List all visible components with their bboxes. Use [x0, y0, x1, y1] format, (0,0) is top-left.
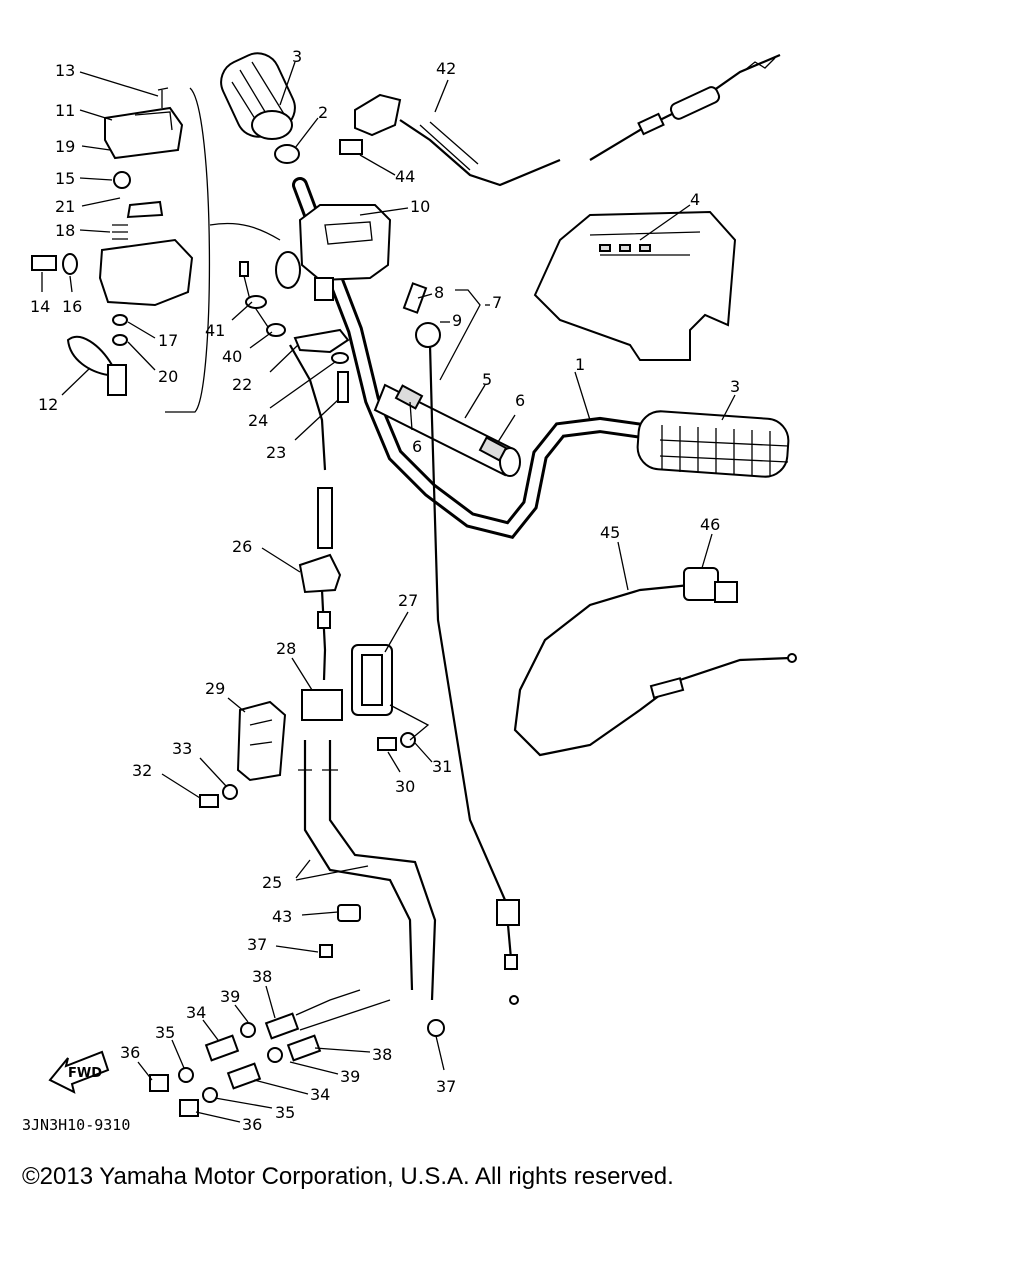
- callout-22: 22: [232, 375, 252, 394]
- callout-37-right: 37: [436, 1077, 456, 1096]
- callout-17: 17: [158, 331, 178, 350]
- callout-38-right: 38: [372, 1045, 392, 1064]
- callout-6-left: 6: [412, 437, 422, 456]
- callout-16: 16: [62, 297, 82, 316]
- brake-linkage: [239, 261, 350, 549]
- handlebar: [292, 177, 658, 540]
- callout-34-left: 34: [186, 1003, 206, 1022]
- callout-20: 20: [158, 367, 178, 386]
- callout-36-left: 36: [120, 1043, 140, 1062]
- callout-41: 41: [205, 321, 225, 340]
- callout-5: 5: [482, 370, 492, 389]
- callout-36-right: 36: [242, 1115, 262, 1134]
- callout-19: 19: [55, 137, 75, 156]
- handlebar-cover: [533, 210, 737, 361]
- callout-26: 26: [232, 537, 252, 556]
- callout-4: 4: [690, 190, 700, 209]
- switch-housings: [199, 644, 416, 808]
- brake-switch-26: [298, 553, 342, 681]
- callout-11: 11: [55, 101, 75, 120]
- choke-cable: [339, 53, 781, 187]
- callout-30: 30: [395, 777, 415, 796]
- callout-42: 42: [436, 59, 456, 78]
- callout-43: 43: [272, 907, 292, 926]
- callout-46: 46: [700, 515, 720, 534]
- callout-33: 33: [172, 739, 192, 758]
- diagram-code: 3JN3H10-9310: [22, 1116, 130, 1134]
- throttle-housing: [275, 204, 392, 301]
- callout-21: 21: [55, 197, 75, 216]
- choke-cable-45: [513, 567, 797, 757]
- right-grip: [636, 410, 790, 478]
- callout-29: 29: [205, 679, 225, 698]
- left-grip: [220, 52, 296, 140]
- callout-44: 44: [395, 167, 415, 186]
- callout-18: 18: [55, 221, 75, 240]
- callout-31: 31: [432, 757, 452, 776]
- callout-9: 9: [452, 311, 462, 330]
- copyright-notice: ©2013 Yamaha Motor Corporation, U.S.A. A…: [22, 1163, 674, 1190]
- callout-32: 32: [132, 761, 152, 780]
- callout-39-left: 39: [220, 987, 240, 1006]
- callout-6-right: 6: [515, 391, 525, 410]
- callout-13: 13: [55, 61, 75, 80]
- callout-27: 27: [398, 591, 418, 610]
- callout-39-right: 39: [340, 1067, 360, 1086]
- callout-25: 25: [262, 873, 282, 892]
- callout-40: 40: [222, 347, 242, 366]
- throttle-cable: [402, 282, 520, 1005]
- callout-8: 8: [434, 283, 444, 302]
- callout-37-left: 37: [247, 935, 267, 954]
- callout-10: 10: [410, 197, 430, 216]
- washer-2: [274, 144, 300, 164]
- callout-35-left: 35: [155, 1023, 175, 1042]
- callout-12: 12: [38, 395, 58, 414]
- callouts: 13 11 19 15 21 18 14 16 17 20 12 3 2 42 …: [30, 47, 740, 1134]
- fwd-arrow: FWD: [48, 1050, 110, 1094]
- callout-1: 1: [575, 355, 585, 374]
- callout-24: 24: [248, 411, 268, 430]
- callout-7: 7: [492, 293, 502, 312]
- callout-45: 45: [600, 523, 620, 542]
- fwd-label: FWD: [68, 1066, 102, 1081]
- callout-14: 14: [30, 297, 50, 316]
- callout-3-right: 3: [730, 377, 740, 396]
- callout-35-right: 35: [275, 1103, 295, 1122]
- brake-cables: [149, 740, 445, 1117]
- lever-assembly: [31, 87, 281, 413]
- callout-3-left: 3: [292, 47, 302, 66]
- callout-2: 2: [318, 103, 328, 122]
- callout-34-right: 34: [310, 1085, 330, 1104]
- callout-38-left: 38: [252, 967, 272, 986]
- parts-diagram: FWD 3JN3H10-9310 13 11 19 15 21 18 14 16…: [22, 47, 797, 1134]
- callout-28: 28: [276, 639, 296, 658]
- callout-23: 23: [266, 443, 286, 462]
- callout-15: 15: [55, 169, 75, 188]
